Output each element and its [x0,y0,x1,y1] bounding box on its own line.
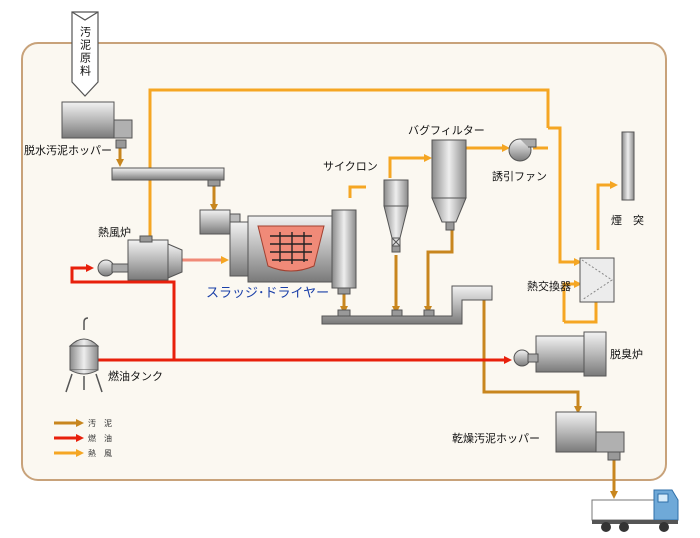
legend-fuel-label: 燃 油 [88,433,112,443]
legend-hot-air-label: 熱 風 [88,448,112,458]
cyclone [383,179,409,253]
heat-exchanger [579,257,615,303]
fuel-tank-label: 燃油タンク [108,369,163,383]
hot-air-furnace [97,235,183,281]
legend-sludge-label: 汚 泥 [88,418,112,428]
heat-exchanger-label: 熱交換器 [527,279,571,293]
chimney-label: 煙 突 [611,213,644,227]
raw-sludge-arrow [71,11,99,97]
dried-sludge-conveyor [321,285,493,325]
feed-conveyor [111,167,225,187]
dried-hopper-label: 乾燥汚泥ホッパー [452,432,540,445]
chimney [621,131,635,201]
cyclone-label: サイクロン [323,160,378,173]
dewatered-hopper-label: 脱水汚泥ホッパー [24,143,112,157]
hot-air-furnace-label: 熱風炉 [98,226,131,239]
fuel-lines [70,264,512,364]
truck-icon [591,489,679,532]
fuel-tank [65,317,103,393]
raw-sludge-label: 汚泥原料 [79,26,92,78]
bag-filter [431,139,467,231]
sludge-dryer-label: スラッジ･ドライヤー [206,286,329,301]
deodorizing-furnace [513,331,607,377]
sludge-lines [116,140,618,499]
induced-fan-label: 誘引ファン [492,169,547,183]
dried-sludge-hopper [555,411,625,461]
dewatered-sludge-hopper [61,101,133,149]
legend [54,419,84,457]
sludge-dryer [229,209,357,295]
bag-filter-label: バグフィルター [408,123,485,137]
induced-fan [508,138,537,162]
deodorizing-furnace-label: 脱臭炉 [610,347,643,361]
